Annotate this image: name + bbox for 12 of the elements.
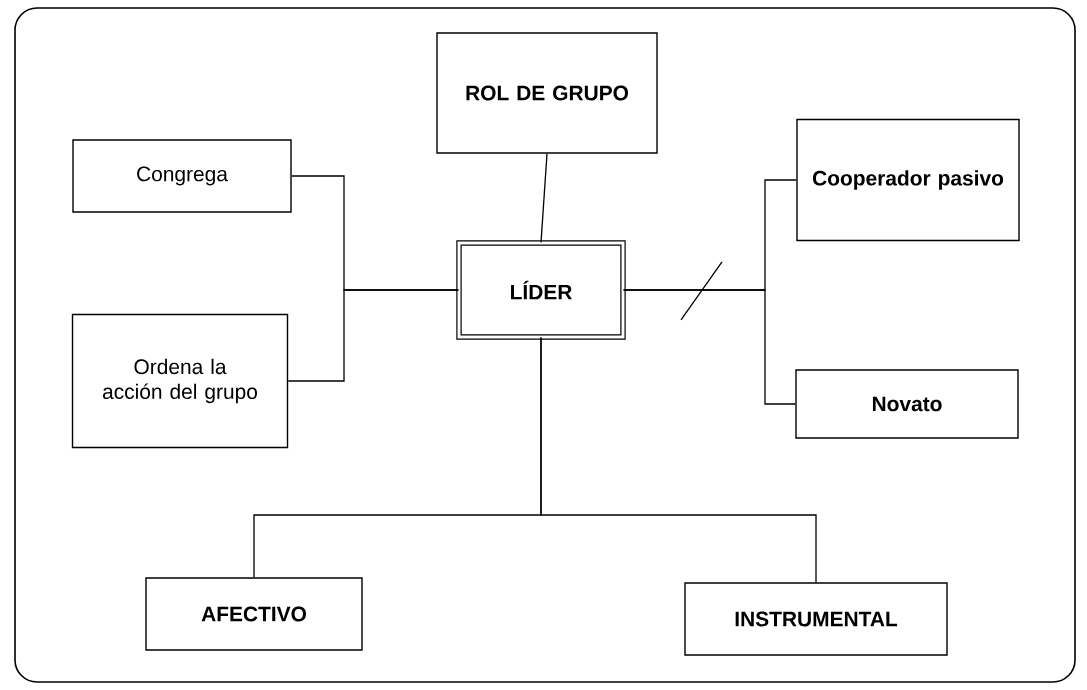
connector-line (540, 336, 817, 583)
leader-box: LÍDER (456, 240, 626, 340)
connector-line (622, 289, 796, 405)
role-box: Novato (795, 369, 1019, 439)
role-box: Cooperador pasivo (796, 118, 1020, 242)
connector-line (540, 153, 548, 244)
role-box: Ordena la acción del grupo (71, 313, 289, 449)
role-box: AFECTIVO (145, 577, 363, 651)
connector-line (287, 289, 460, 382)
role-box: INSTRUMENTAL (684, 582, 948, 656)
role-box: ROL DE GRUPO (436, 32, 658, 154)
role-box: Congrega (72, 139, 292, 213)
